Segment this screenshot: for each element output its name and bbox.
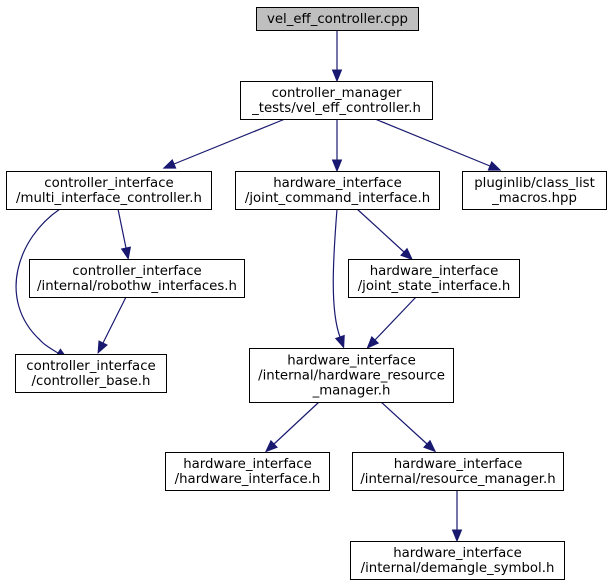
node-box[interactable] [29,259,245,298]
edge-robothw-to-cbase [97,296,127,355]
node-label-line: hardware_interface [394,457,523,472]
nodes-layer: vel_eff_controller.cpp controller_manager… [6,7,607,580]
node-box[interactable] [352,452,564,491]
node-label-line: _tests/vel_eff_controller.h [251,101,421,116]
node-box[interactable] [6,171,212,210]
node-hrm[interactable]: hardware_interface/internal/hardware_res… [249,348,454,403]
node-label-line: vel_eff_controller.cpp [267,12,408,27]
node-label-line: controller_interface [72,264,201,279]
node-label-line: hardware_interface [273,176,402,191]
edge-vel_h-to-jci [331,119,343,173]
edge-line [332,208,341,338]
node-label-line: controller_interface [44,176,173,191]
node-jsi[interactable]: hardware_interface/joint_state_interface… [348,259,520,298]
node-demangle[interactable]: hardware_interface/internal/demangle_sym… [350,541,565,580]
node-jci[interactable]: hardware_interface/joint_command_interfa… [235,171,440,210]
node-label-line: hardware_interface [183,457,312,472]
edge-arrowhead [331,159,343,173]
edge-line [117,208,127,249]
node-label-line: /multi_interface_controller.h [16,191,202,206]
edge-hrm-to-hwi [264,401,320,453]
node-label-line: _manager.h [312,384,391,399]
edge-vel_h-to-multi [162,118,286,169]
edge-arrowhead [366,336,380,349]
node-label-line: /joint_command_interface.h [245,191,430,206]
node-box[interactable] [240,81,433,120]
edge-vel_h-to-plugin [374,118,502,171]
node-label-line: /internal/demangle_symbol.h [361,561,555,576]
node-rm[interactable]: hardware_interface/internal/resource_man… [352,452,564,491]
edge-arrowhead [400,247,414,261]
node-label-line: hardware_interface [393,546,522,561]
node-label-line: /controller_base.h [32,374,151,389]
node-label-line: /internal/resource_manager.h [360,472,555,487]
node-box[interactable] [15,354,167,393]
edge-line [102,296,127,344]
edge-line [374,118,491,167]
node-label-line: hardware_interface [287,354,416,369]
edge-arrowhead [334,334,345,349]
node-plugin[interactable]: pluginlib/class_list_macros.hpp [462,171,607,210]
node-root[interactable]: vel_eff_controller.cpp [256,7,419,31]
edge-root-to-vel_h [331,30,343,83]
node-label-line: /internal/robothw_interfaces.h [37,279,237,294]
node-label-line: _macros.hpp [491,191,577,206]
edge-arrowhead [423,439,437,453]
edges-layer [15,30,502,543]
edge-multi-to-robothw [117,208,132,261]
edge-arrowhead [162,158,177,169]
node-multi[interactable]: controller_interface/multi_interface_con… [6,171,212,210]
edge-arrowhead [331,69,343,83]
node-label-line: controller_manager [272,86,402,101]
edge-arrowhead [451,529,463,543]
node-label-line: /hardware_interface.h [175,472,321,487]
edge-arrowhead [97,340,108,355]
node-box[interactable] [235,171,440,210]
edge-line [356,208,405,253]
edge-line [380,401,428,445]
node-robothw[interactable]: controller_interface/internal/robothw_in… [29,259,245,298]
edge-line [273,401,320,445]
edge-arrowhead [264,439,278,453]
edge-jci-to-jsi [356,208,414,261]
node-box[interactable] [350,541,565,580]
node-label-line: /joint_state_interface.h [358,279,511,294]
node-box[interactable] [256,7,419,31]
node-label-line: pluginlib/class_list [474,176,595,191]
node-vel-h[interactable]: controller_manager_tests/vel_eff_control… [240,81,433,120]
edge-jsi-to-hrm [366,296,417,349]
node-label-line: /internal/hardware_resource [258,369,445,384]
edge-line [15,208,61,354]
edge-line [173,118,286,165]
node-box[interactable] [348,259,520,298]
node-box[interactable] [165,452,330,491]
edge-arrowhead [120,246,132,261]
edge-rm-to-demangle [451,490,463,543]
node-box[interactable] [462,171,607,210]
node-cbase[interactable]: controller_interface/controller_base.h [15,354,167,393]
node-label-line: hardware_interface [370,264,499,279]
edge-hrm-to-rm [380,401,437,453]
node-label-line: controller_interface [26,359,155,374]
node-hwi[interactable]: hardware_interface/hardware_interface.h [165,452,330,491]
node-box[interactable] [249,348,454,403]
edge-line [374,296,417,341]
edge-jci-to-hrm [332,208,345,349]
edge-arrowhead [487,160,502,171]
